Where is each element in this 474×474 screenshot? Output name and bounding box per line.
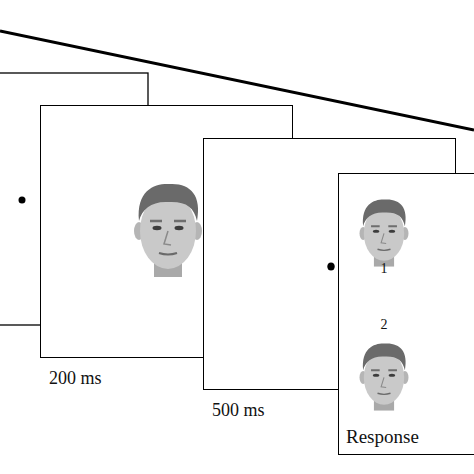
option-number: 2 (381, 317, 388, 332)
duration-label: 500 ms (212, 401, 265, 421)
fixation-dot (19, 197, 26, 204)
face-photo (360, 344, 409, 411)
fixation-dot (328, 264, 335, 271)
option-number: 1 (381, 261, 388, 276)
response-label: Response (346, 427, 419, 448)
fixation-dot (328, 263, 335, 270)
stimulus-panel: Response 1 2 (338, 173, 474, 455)
panel-art (339, 174, 474, 456)
face-photo (134, 184, 202, 277)
face-photo (360, 200, 409, 267)
duration-label: 200 ms (49, 369, 102, 389)
